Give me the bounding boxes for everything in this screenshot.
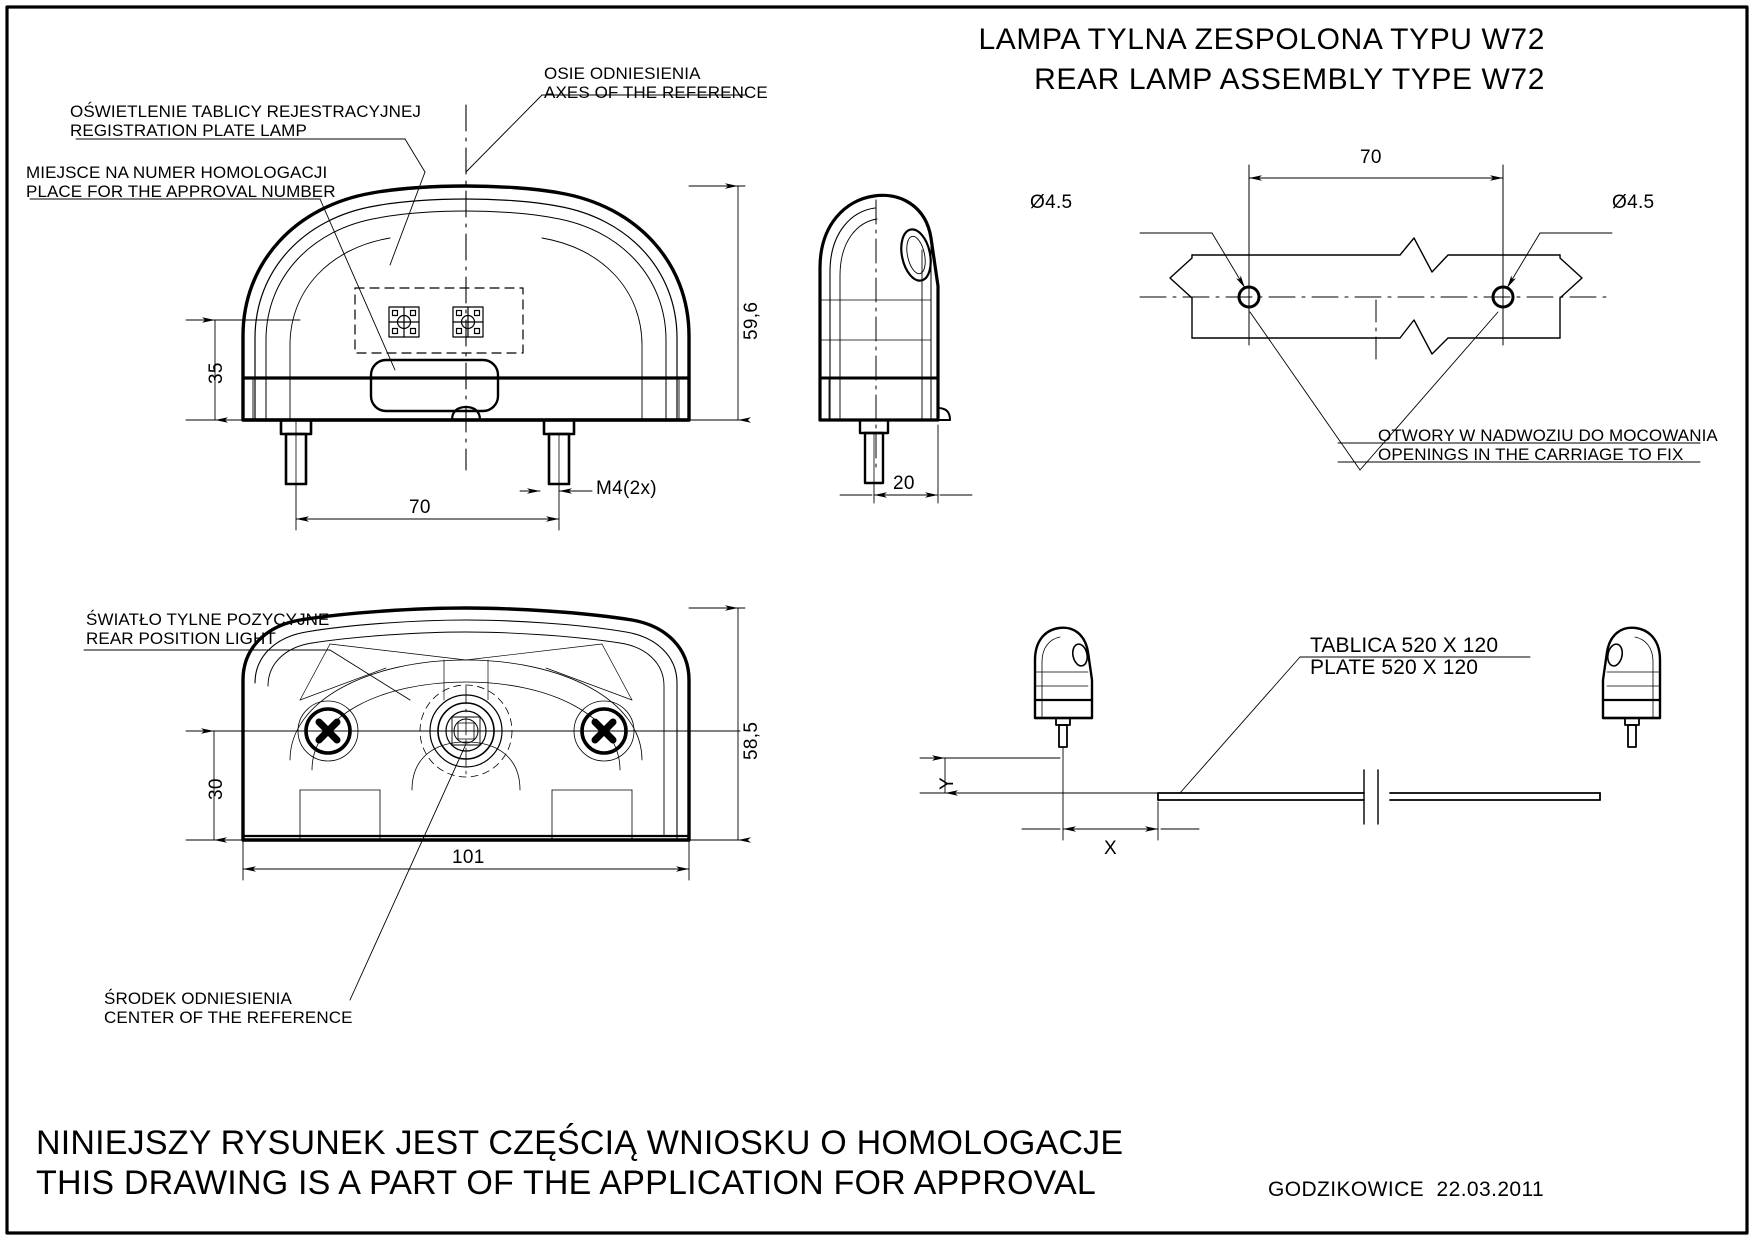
dim-hole-pitch: 70 xyxy=(1360,147,1382,168)
dim-bottom-total-height: 58,5 xyxy=(741,721,762,760)
footer-line-en: THIS DRAWING IS A PART OF THE APPLICATIO… xyxy=(36,1164,1097,1202)
dim-offset-y: Y xyxy=(937,777,958,790)
note-leaders xyxy=(29,94,746,371)
dim-bottom-lower-height: 30 xyxy=(206,778,227,800)
plate-assembly-view xyxy=(919,626,1662,841)
footer-place-date: GODZIKOWICE 22.03.2011 xyxy=(1268,1178,1545,1201)
note-plate-size-en: PLATE 520 X 120 xyxy=(1310,656,1479,679)
dim-side-depth: 20 xyxy=(893,473,915,494)
note-approval-number-en: PLACE FOR THE APPROVAL NUMBER xyxy=(26,182,336,201)
note-center-reference-pl: ŚRODEK ODNIESIENIA xyxy=(104,989,292,1008)
sheet-border xyxy=(5,5,1749,1235)
dim-front-total-height: 59,6 xyxy=(741,301,762,340)
front-view xyxy=(185,104,751,531)
note-center-reference-en: CENTER OF THE REFERENCE xyxy=(104,1008,353,1027)
side-view xyxy=(818,193,973,504)
note-rear-position-light-en: REAR POSITION LIGHT xyxy=(86,629,276,648)
bottom-view xyxy=(83,605,751,1001)
dim-front-lower-height: 35 xyxy=(206,362,227,384)
hole-pattern-view xyxy=(1139,164,1701,471)
dim-hole-dia-right: Ø4.5 xyxy=(1612,192,1655,213)
note-openings-carriage-pl: OTWORY W NADWOZIU DO MOCOWANIA xyxy=(1378,426,1718,445)
title-line-en: REAR LAMP ASSEMBLY TYPE W72 xyxy=(1034,63,1545,96)
title-line-pl: LAMPA TYLNA ZESPOLONA TYPU W72 xyxy=(978,23,1545,56)
dim-thread-spec: M4(2x) xyxy=(596,478,657,499)
dim-front-bolt-span: 70 xyxy=(409,497,431,518)
note-axes-reference-pl: OSIE ODNIESIENIA xyxy=(544,64,701,83)
note-plate-size-pl: TABLICA 520 X 120 xyxy=(1310,634,1499,657)
note-axes-reference-en: AXES OF THE REFERENCE xyxy=(544,83,768,102)
footer-line-pl: NINIEJSZY RYSUNEK JEST CZĘŚCIĄ WNIOSKU O… xyxy=(36,1124,1124,1162)
note-approval-number-pl: MIEJSCE NA NUMER HOMOLOGACJI xyxy=(26,163,328,182)
dim-offset-x: X xyxy=(1104,838,1117,859)
note-openings-carriage-en: OPENINGS IN THE CARRIAGE TO FIX xyxy=(1378,445,1684,464)
dim-hole-dia-left: Ø4.5 xyxy=(1030,192,1073,213)
note-registration-plate-lamp-en: REGISTRATION PLATE LAMP xyxy=(70,121,307,140)
dim-bottom-width: 101 xyxy=(452,847,485,868)
note-rear-position-light-pl: ŚWIATŁO TYLNE POZYCYJNE xyxy=(86,610,330,629)
note-registration-plate-lamp-pl: OŚWIETLENIE TABLICY REJESTRACYJNEJ xyxy=(70,102,422,121)
